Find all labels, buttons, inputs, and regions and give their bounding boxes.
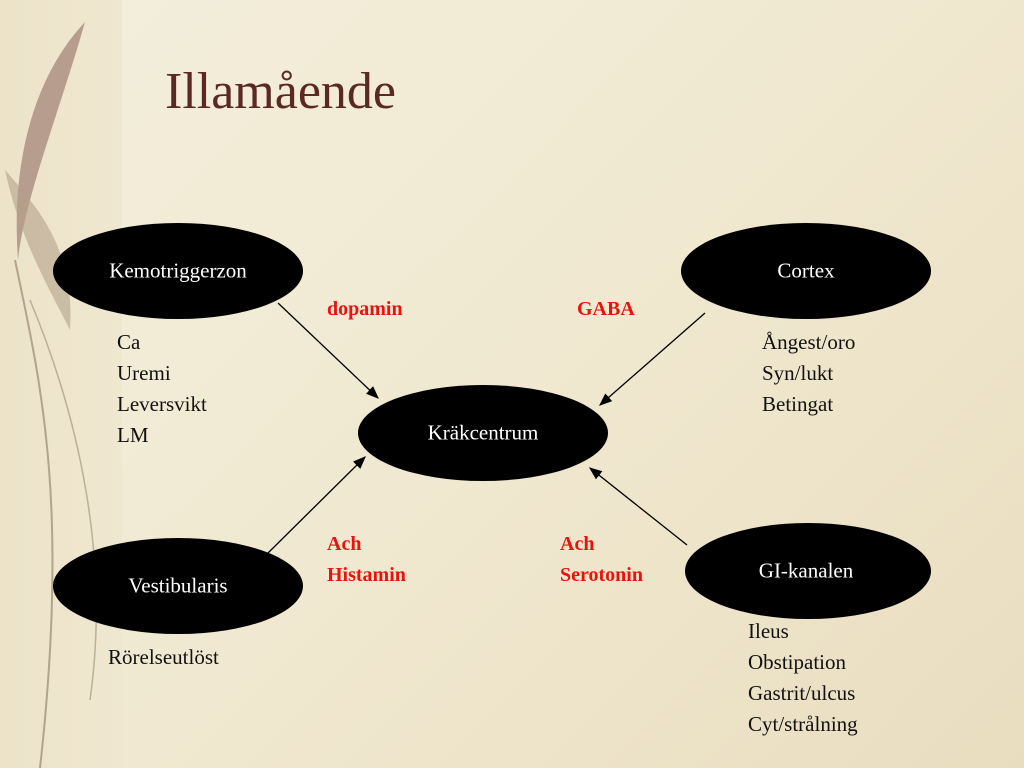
arrow-kemo-to-krak xyxy=(277,302,379,399)
node-gi-kanalen xyxy=(685,523,931,619)
node-kemotriggerzon xyxy=(53,223,303,319)
mediators-vestibularis: Ach Histamin xyxy=(327,529,406,591)
cause-item: Cyt/strålning xyxy=(748,712,858,736)
causes-gi-list: Ileus Obstipation Gastrit/ulcus Cyt/strå… xyxy=(748,616,858,740)
mediator-ach: Ach xyxy=(560,533,595,555)
node-label-gi-kanalen: GI-kanalen xyxy=(758,558,854,583)
mediators-gi: Ach Serotonin xyxy=(560,529,643,591)
cause-item: Betingat xyxy=(762,392,834,416)
mediator-histamin: Histamin xyxy=(327,564,406,586)
cause-item: Rörelseutlöst xyxy=(108,645,219,669)
causes-kemo-list: Ca Uremi Leversvikt LM xyxy=(117,327,207,451)
mediator-ach: Ach xyxy=(327,533,362,555)
cause-item: Gastrit/ulcus xyxy=(748,681,856,705)
node-krakcentrum xyxy=(358,385,608,481)
arrow-gi-to-krak xyxy=(588,467,688,546)
cause-item: Leversvikt xyxy=(117,392,207,416)
arrow-cortex-to-krak xyxy=(599,312,706,406)
cause-item: Ångest/oro xyxy=(762,330,856,354)
mediator-dopamin: dopamin xyxy=(327,298,403,320)
leaf-decoration xyxy=(5,22,97,768)
arrow-vest-to-krak xyxy=(267,456,366,554)
mediator-gaba: GABA xyxy=(577,298,635,320)
cause-item: Obstipation xyxy=(748,650,846,674)
mediator-serotonin: Serotonin xyxy=(560,564,643,586)
node-vestibularis xyxy=(53,538,303,634)
causes-vest-list: Rörelseutlöst xyxy=(108,642,219,673)
causes-cortex-list: Ångest/oro Syn/lukt Betingat xyxy=(762,327,855,420)
cause-item: Ileus xyxy=(748,619,789,643)
slide-title: Illamående xyxy=(165,63,396,120)
node-cortex xyxy=(681,223,931,319)
cause-item: Ca xyxy=(117,330,141,354)
node-label-vestibularis: Vestibularis xyxy=(128,573,228,598)
cause-item: LM xyxy=(117,423,149,447)
cause-item: Uremi xyxy=(117,361,171,385)
cause-item: Syn/lukt xyxy=(762,361,834,385)
node-label-cortex: Cortex xyxy=(777,258,835,283)
node-label-krakcentrum: Kräkcentrum xyxy=(427,420,539,445)
node-label-kemotriggerzon: Kemotriggerzon xyxy=(109,258,247,283)
